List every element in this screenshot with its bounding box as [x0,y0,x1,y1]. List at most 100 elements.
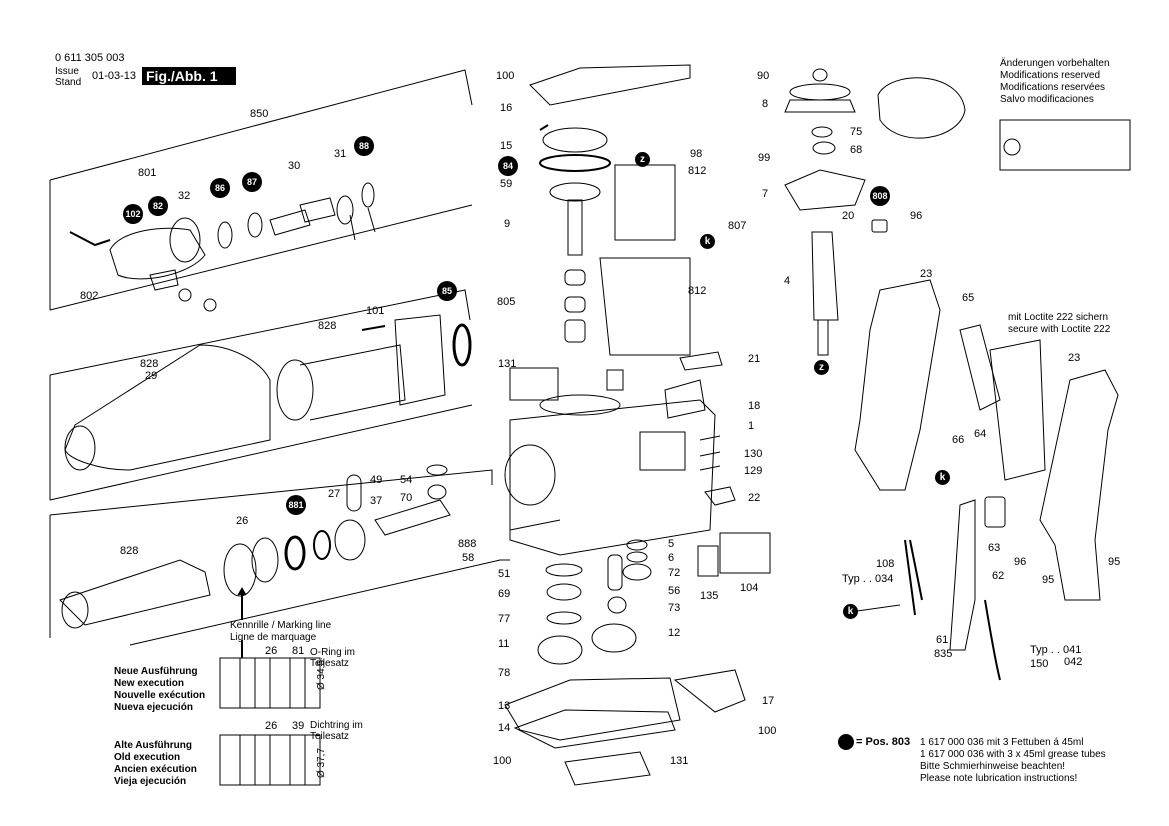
lubrication-marker [838,734,854,750]
callout-5: 5 [668,538,675,550]
dot-82: 82 [148,196,168,216]
callout-104: 104 [740,582,759,594]
callout-812-b: 812 [688,285,707,297]
callout-11: 11 [498,638,510,650]
callout-39: 39 [292,720,305,732]
dichtring-note-1: Dichtring im [310,720,363,731]
dot-85: 85 [437,281,457,301]
callout-70: 70 [400,492,413,504]
callout-62: 62 [992,570,1005,582]
callout-27: 27 [328,488,341,500]
issue-date: 01-03-13 [92,70,137,82]
modifications-es: Salvo modificaciones [1000,94,1094,105]
loctite-de: mit Loctite 222 sichern [1008,312,1109,323]
figure-label: Fig./Abb. 1 [142,67,236,85]
callout-77: 77 [498,613,511,625]
callout-828-a: 828 [318,320,337,332]
dot-k-2: k [935,470,950,485]
dot-87: 87 [242,172,262,192]
fan [784,99,856,113]
callout-37: 37 [370,495,383,507]
dot-808: 808 [870,186,890,206]
callout-17: 17 [762,695,775,707]
callout-8: 8 [762,98,769,110]
modifications-en: Modifications reserved [1000,70,1101,81]
callout-66: 66 [952,434,965,446]
callout-131-b: 131 [670,755,689,767]
motor-housing [599,257,691,356]
callout-835: 835 [934,648,953,660]
callout-49: 49 [370,474,383,486]
tool-holder-body [109,227,206,280]
new-execution-es: Nueva ejecución [114,702,193,713]
tool-holder-sleeve [59,559,211,626]
callout-90: 90 [757,70,770,82]
screw-part [69,231,111,247]
handle-left [854,279,941,491]
oring-note-1: O-Ring im [310,647,356,658]
callout-61: 61 [936,634,949,646]
callout-26-old: 26 [265,720,278,732]
dichtring-note-2: Teilesatz [310,731,349,742]
callout-15: 15 [500,140,513,152]
bottom-plate [504,677,681,741]
dimension-old: Ø 37,7 [316,747,327,778]
callout-68: 68 [850,144,863,156]
callout-95-b: 95 [1042,574,1055,586]
frame-line [49,69,473,181]
dot-88: 88 [354,136,374,156]
callout-801: 801 [138,167,157,179]
callout-7: 7 [762,188,769,200]
old-execution-fr: Ancien exécution [114,764,197,775]
stand-label: Stand [55,77,82,88]
pos803-line-3: Bitte Schmierhinweise beachten! [920,761,1066,772]
callout-16: 16 [500,102,513,114]
callout-23-a: 23 [920,268,933,280]
part-number: 0 611 305 003 [55,52,125,64]
oring-note-2: Teilesatz [310,658,349,669]
callout-807: 807 [728,220,747,232]
callout-100-c: 100 [493,755,512,767]
callout-30: 30 [288,160,301,172]
callout-101: 101 [366,305,385,317]
old-execution-en: Old execution [114,752,181,763]
callout-31: 31 [334,148,347,160]
callout-65: 65 [962,292,975,304]
dot-k-1: k [700,234,715,249]
callout-59: 59 [500,178,513,190]
callout-805: 805 [497,296,516,308]
callout-81: 81 [292,645,305,657]
callout-23-b: 23 [1068,352,1081,364]
callout-98: 98 [690,148,703,160]
callout-100-a: 100 [496,70,515,82]
callout-131-a: 131 [498,358,517,370]
callout-63: 63 [988,542,1001,554]
callout-150: 150 [1030,658,1049,670]
typ-034: Typ . . 034 [842,573,894,585]
cable [949,499,976,651]
callout-828-b: 828 [140,358,159,370]
dot-z-1: z [635,152,650,167]
callout-6: 6 [668,552,675,564]
modifications-de: Änderungen vorbehalten [1000,58,1110,69]
modifications-fr: Modifications reservées [1000,82,1106,93]
pos803-line-1: 1 617 000 036 mit 3 Fettuben á 45ml [920,737,1084,748]
marking-line-1: Kennrille / Marking line [230,620,332,631]
callout-32: 32 [178,190,191,202]
flange [784,169,866,211]
housing-tube [64,344,271,471]
typ-041: Typ . . 041 [1030,644,1082,656]
callout-130: 130 [744,448,763,460]
callout-100-b: 100 [758,725,777,737]
issue-label: Issue [55,66,79,77]
pos803-line-4: Please note lubrication instructions! [920,773,1078,784]
callout-72: 72 [668,567,681,579]
callout-73: 73 [668,602,681,614]
callout-129: 129 [744,465,763,477]
callout-14: 14 [498,722,511,734]
callout-75: 75 [850,126,863,138]
handle-right [1039,369,1119,601]
callout-69: 69 [498,588,511,600]
callout-54: 54 [400,474,413,486]
